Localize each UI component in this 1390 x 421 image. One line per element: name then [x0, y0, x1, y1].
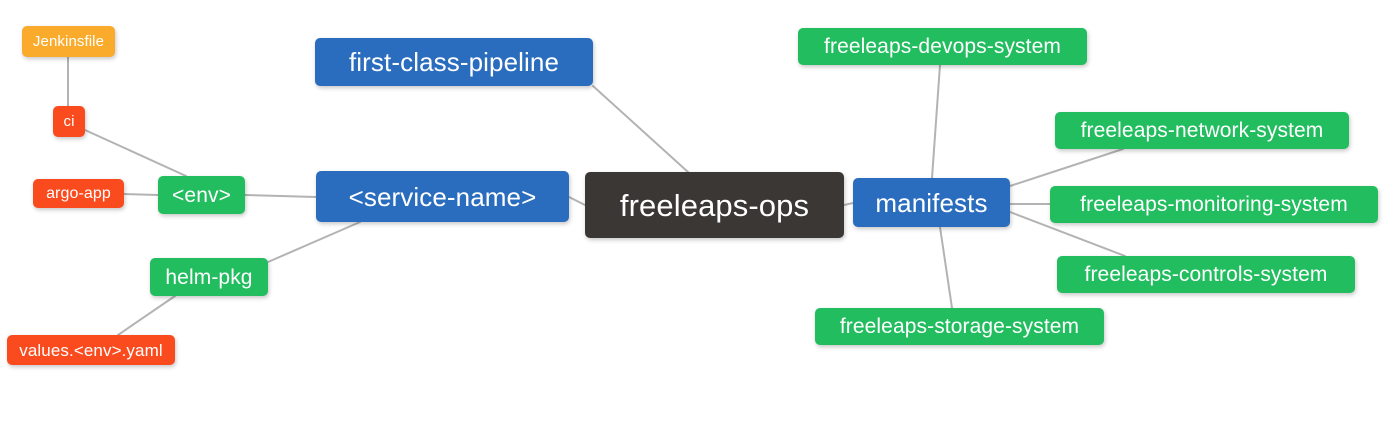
- edge-manifests-to-freeleaps-network-system: [1009, 148, 1124, 187]
- node-argo-app[interactable]: argo-app: [33, 179, 124, 208]
- node-label-argo-app: argo-app: [46, 184, 111, 202]
- edge-env-to-argo-app: [123, 193, 159, 196]
- node-label-freeleaps-devops-system: freeleaps-devops-system: [824, 35, 1061, 58]
- node-freeleaps-storage-system[interactable]: freeleaps-storage-system: [815, 308, 1104, 345]
- node-freeleaps-controls-system[interactable]: freeleaps-controls-system: [1057, 256, 1355, 293]
- node-label-freeleaps-network-system: freeleaps-network-system: [1080, 119, 1324, 142]
- node-freeleaps-network-system[interactable]: freeleaps-network-system: [1055, 112, 1349, 149]
- node-freeleaps-ops[interactable]: freeleaps-ops: [585, 172, 844, 238]
- edge-freeleaps-ops-to-service-name: [568, 196, 586, 206]
- edge-service-name-to-env: [244, 194, 317, 198]
- node-label-manifests: manifests: [875, 187, 988, 218]
- node-label-values-env-yaml: values.<env>.yaml: [19, 340, 163, 360]
- edge-manifests-to-freeleaps-storage-system: [939, 226, 953, 309]
- node-label-freeleaps-ops: freeleaps-ops: [619, 187, 810, 223]
- node-label-env: <env>: [172, 183, 231, 207]
- node-service-name[interactable]: <service-name>: [316, 171, 569, 222]
- node-env[interactable]: <env>: [158, 176, 245, 214]
- node-manifests[interactable]: manifests: [853, 178, 1010, 227]
- node-label-freeleaps-storage-system: freeleaps-storage-system: [839, 315, 1080, 338]
- node-label-service-name: <service-name>: [348, 181, 537, 212]
- edge-service-name-to-helm-pkg: [267, 221, 361, 263]
- node-label-jenkinsfile: Jenkinsfile: [32, 33, 105, 50]
- node-label-first-class-pipeline: first-class-pipeline: [348, 47, 560, 77]
- node-label-freeleaps-monitoring-system: freeleaps-monitoring-system: [1080, 193, 1348, 216]
- node-label-helm-pkg: helm-pkg: [165, 265, 253, 289]
- edge-freeleaps-ops-to-manifests: [843, 202, 854, 206]
- node-freeleaps-devops-system[interactable]: freeleaps-devops-system: [798, 28, 1087, 65]
- node-label-ci: ci: [63, 113, 75, 130]
- node-ci[interactable]: ci: [53, 106, 85, 137]
- node-helm-pkg[interactable]: helm-pkg: [150, 258, 268, 296]
- node-values-env-yaml[interactable]: values.<env>.yaml: [7, 335, 175, 365]
- node-label-freeleaps-controls-system: freeleaps-controls-system: [1084, 263, 1328, 286]
- node-freeleaps-monitoring-system[interactable]: freeleaps-monitoring-system: [1050, 186, 1378, 223]
- edge-manifests-to-freeleaps-devops-system: [931, 64, 941, 179]
- edge-env-to-ci: [84, 129, 187, 177]
- node-first-class-pipeline[interactable]: first-class-pipeline: [315, 38, 593, 86]
- edge-helm-pkg-to-values-env-yaml: [117, 295, 176, 336]
- edge-freeleaps-ops-to-first-class-pipeline: [592, 85, 689, 173]
- node-jenkinsfile[interactable]: Jenkinsfile: [22, 26, 115, 57]
